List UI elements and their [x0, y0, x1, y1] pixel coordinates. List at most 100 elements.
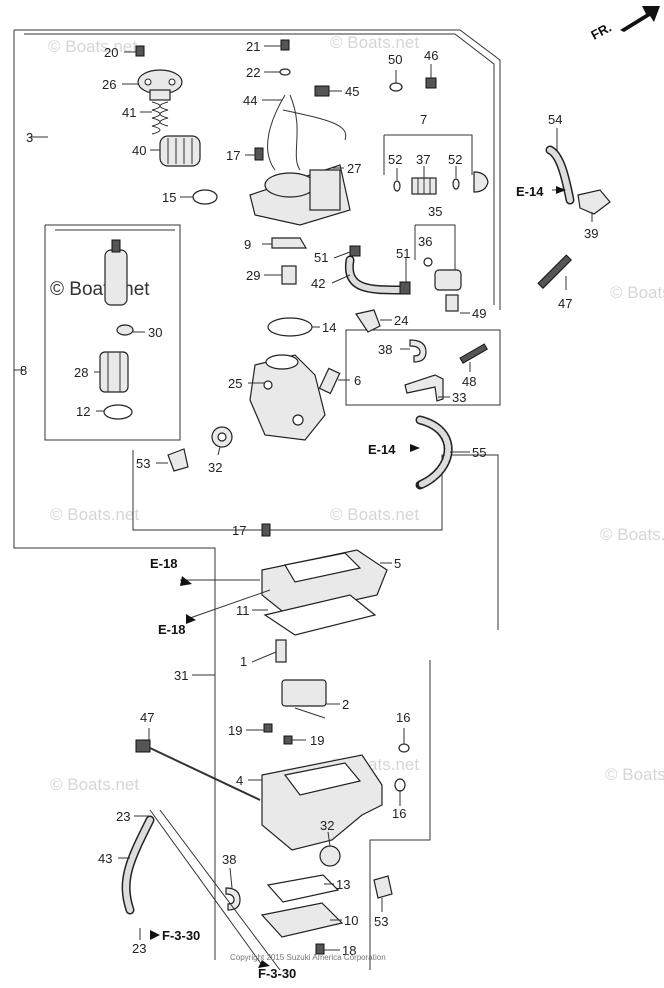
callout: 17 — [226, 148, 240, 163]
clip-38b — [225, 887, 241, 911]
callout: 27 — [347, 161, 361, 176]
callout: 3 — [26, 130, 33, 145]
callout: 24 — [394, 313, 408, 328]
callout: 40 — [132, 143, 146, 158]
callout: 17 — [232, 523, 246, 538]
hose-43 — [121, 815, 155, 915]
filter-housing-assembly — [249, 39, 351, 226]
fuel-pump — [99, 239, 134, 420]
callout: 32 — [208, 460, 222, 475]
fuel-hose-42 — [344, 245, 411, 295]
callout: 47 — [558, 296, 572, 311]
watermark: © Boats.net — [50, 505, 139, 524]
washer-50 — [389, 82, 403, 92]
callout: 47 — [140, 710, 154, 725]
callout: 28 — [74, 365, 88, 380]
cross-references: E-14 E-14 E-18 E-18 F-3-30 F-3-30 — [150, 184, 566, 981]
callout: 30 — [148, 325, 162, 340]
callout: 4 — [236, 773, 243, 788]
bolt-47b — [135, 739, 261, 801]
callout: 10 — [344, 913, 358, 928]
callout: 13 — [336, 877, 350, 892]
fr-label: FR. — [588, 20, 614, 43]
gasket-13 — [266, 874, 340, 903]
ref-f330-a: F-3-30 — [162, 928, 200, 943]
callout: 8 — [20, 363, 27, 378]
gasket-11 — [263, 594, 377, 636]
callout: 37 — [416, 152, 430, 167]
bolt-47 — [537, 254, 572, 289]
callout: 23 — [132, 941, 146, 956]
fuel-filter-cap — [137, 69, 183, 101]
callout: 1 — [240, 654, 247, 669]
callout-labels: 20 26 41 40 3 15 21 22 44 45 17 27 50 46… — [20, 39, 598, 958]
watermark: © Boats.net — [50, 775, 139, 794]
o-ring-14 — [267, 317, 313, 337]
callout: 38 — [222, 852, 236, 867]
ref-f330-b: F-3-30 — [258, 966, 296, 981]
watermark: © Boats.net — [610, 283, 664, 302]
callout: 53 — [136, 456, 150, 471]
hose-55 — [415, 415, 453, 490]
callout: 20 — [104, 45, 118, 60]
check-valve-set — [393, 171, 489, 195]
callout: 42 — [311, 276, 325, 291]
callout: 5 — [394, 556, 401, 571]
callout: 22 — [246, 65, 260, 80]
pressure-regulator — [423, 257, 462, 312]
arrow-icon — [186, 614, 196, 624]
ref-e18-a: E-18 — [150, 556, 177, 571]
float-chamber-4 — [261, 754, 383, 851]
front-direction-marker: FR. — [588, 6, 660, 43]
washer-16a — [398, 743, 410, 753]
callout: 12 — [76, 404, 90, 419]
bolt-46 — [425, 77, 437, 89]
callout: 48 — [462, 374, 476, 389]
copyright-text: Copyright 2015 Suzuki America Corporatio… — [230, 953, 386, 962]
callout: 39 — [584, 226, 598, 241]
watermark: © Boats.net — [605, 765, 664, 784]
clamp-39 — [577, 189, 611, 215]
injector-1 — [275, 639, 287, 663]
spring — [151, 101, 169, 135]
hose-54 — [545, 145, 575, 205]
screw-18 — [315, 943, 325, 955]
callout: 18 — [342, 943, 356, 958]
callout: 16 — [396, 710, 410, 725]
callout: 11 — [236, 603, 250, 618]
fuel-filter — [159, 135, 201, 167]
sensor-6 — [318, 367, 341, 395]
ref-e14-top: E-14 — [516, 184, 544, 199]
callout: 23 — [116, 809, 130, 824]
callout: 25 — [228, 376, 242, 391]
callout: 29 — [246, 268, 260, 283]
callout: 35 — [428, 204, 442, 219]
clip-38 — [409, 339, 427, 363]
callout: 2 — [342, 697, 349, 712]
callout: 52 — [388, 152, 402, 167]
watermark: © Boats.net — [48, 37, 137, 56]
bracket-9 — [271, 237, 308, 249]
callout: 43 — [98, 851, 112, 866]
callout: 7 — [420, 112, 427, 127]
callout: 32 — [320, 818, 334, 833]
o-ring-15 — [192, 189, 218, 205]
leader-lines — [14, 45, 593, 971]
screw-19a — [263, 723, 273, 733]
arrow-icon — [258, 960, 270, 968]
callout: 49 — [472, 306, 486, 321]
callout: 31 — [174, 668, 188, 683]
callout: 38 — [378, 342, 392, 357]
callout: 9 — [244, 237, 251, 252]
float-2 — [281, 679, 327, 719]
watermark: © Boats.net — [330, 505, 419, 524]
callout: 33 — [452, 390, 466, 405]
callout: 19 — [228, 723, 242, 738]
callout: 45 — [345, 84, 359, 99]
arrow-icon — [150, 930, 160, 940]
callout: 19 — [310, 733, 324, 748]
washer-16b — [394, 778, 406, 792]
callout: 55 — [472, 445, 486, 460]
grommet-53 — [167, 448, 189, 472]
